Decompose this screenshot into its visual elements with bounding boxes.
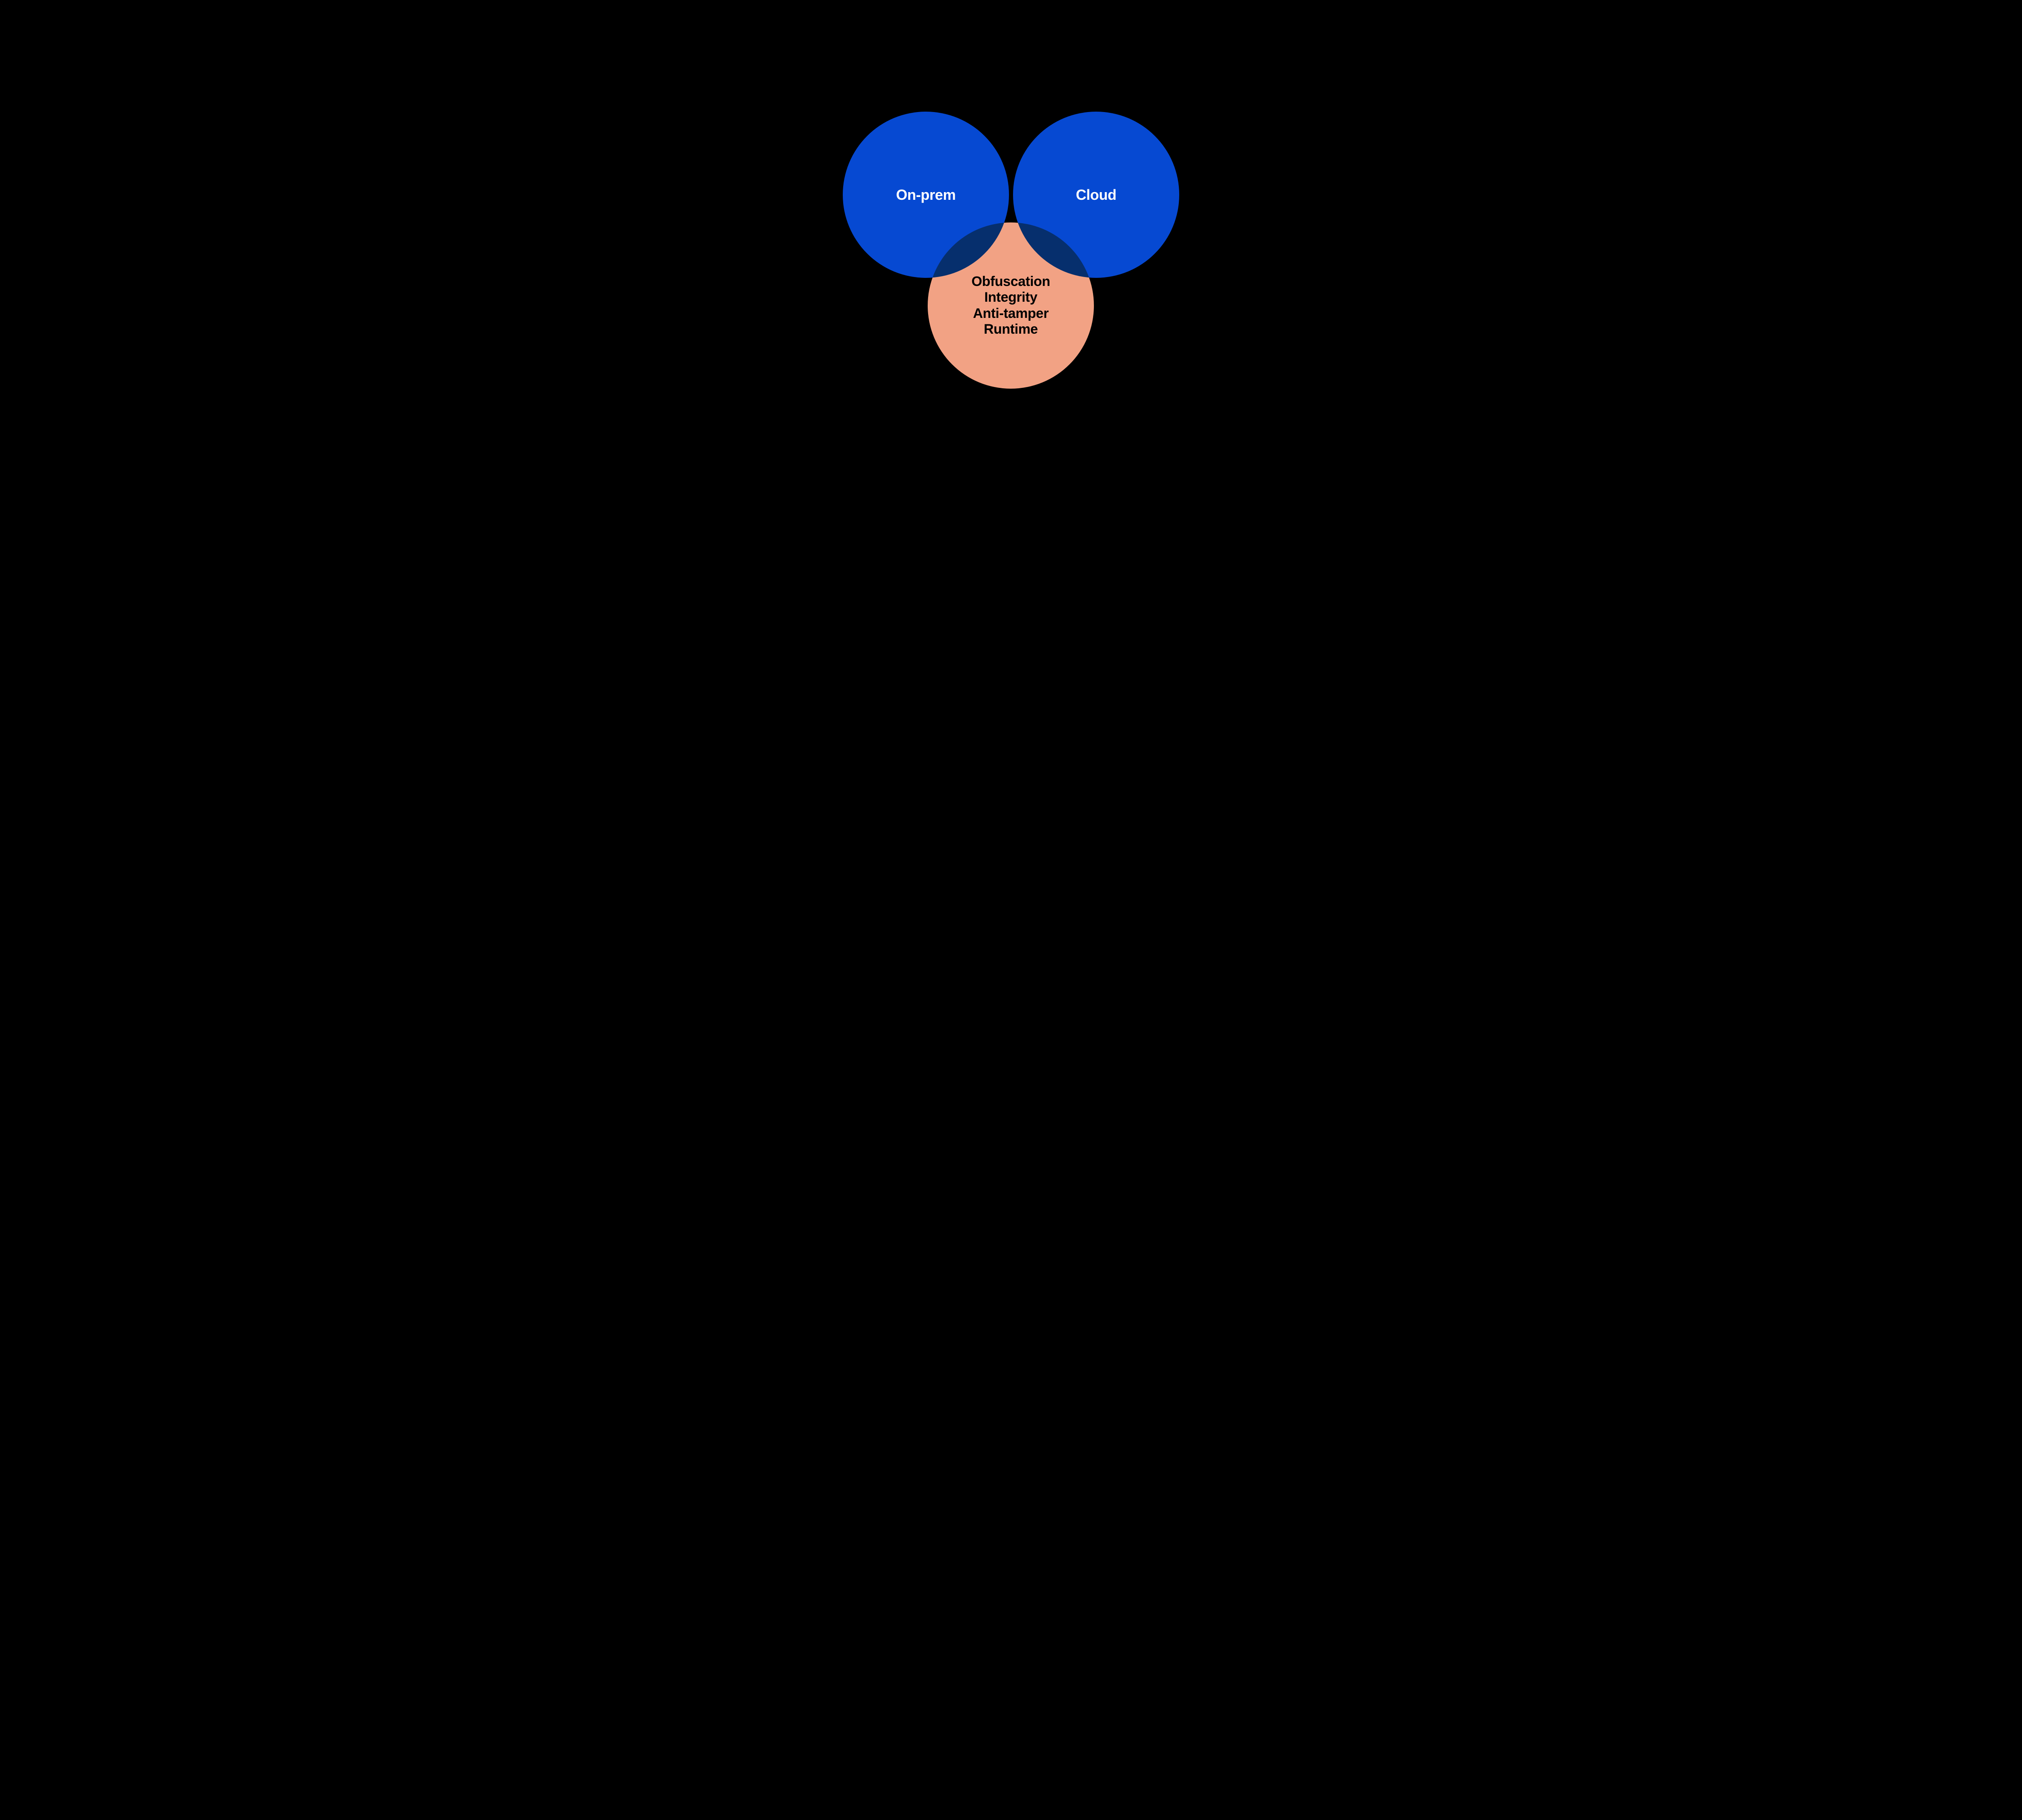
venn-diagram: Obfuscation Integrity Anti-tamper Runtim…	[746, 0, 1276, 455]
diagram-canvas: Obfuscation Integrity Anti-tamper Runtim…	[746, 0, 1276, 455]
circle-cloud: Cloud	[1013, 112, 1179, 278]
protections-line-anti-tamper: Anti-tamper	[973, 305, 1049, 321]
cloud-label: Cloud	[1076, 186, 1117, 203]
protections-line-integrity: Integrity	[984, 290, 1038, 305]
protections-line-obfuscation: Obfuscation	[971, 273, 1050, 289]
protections-line-runtime: Runtime	[984, 321, 1038, 337]
protections-label-block: Obfuscation Integrity Anti-tamper Runtim…	[971, 274, 1050, 338]
circle-on-prem: On-prem	[843, 112, 1009, 278]
on-prem-label: On-prem	[896, 186, 956, 203]
